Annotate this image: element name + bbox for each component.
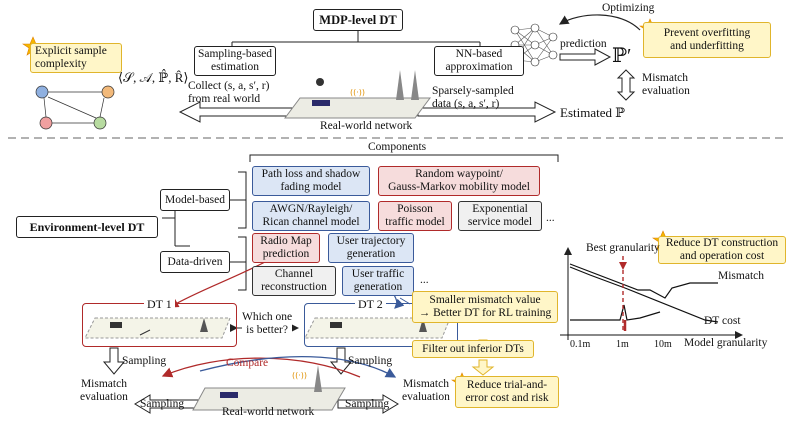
nn-approximation-box: NN-based approximation bbox=[434, 46, 524, 76]
dt2-label: DT 2 bbox=[355, 298, 386, 311]
mdp-level-dt-title: MDP-level DT bbox=[313, 9, 403, 31]
components-title: Components bbox=[368, 141, 427, 153]
model-granularity-label: Model granularity bbox=[684, 337, 768, 349]
filter-inferior-box: Filter out inferior DTs bbox=[412, 340, 534, 358]
estimated-p-label: Estimated ℙ bbox=[560, 105, 626, 120]
optimizing-arrow bbox=[558, 14, 641, 31]
user-traffic-box: User traffic generation bbox=[342, 266, 414, 296]
dt-cost-label: DT cost bbox=[704, 315, 741, 327]
compare-label: Compare bbox=[226, 357, 269, 369]
real-network-top-icon: ((·)) bbox=[284, 70, 431, 119]
best-granularity-label: Best granularity bbox=[586, 242, 660, 254]
radio-map-box: Radio Map prediction bbox=[252, 233, 320, 263]
sampling-down-arrows bbox=[102, 347, 353, 375]
tick-10m: 10m bbox=[654, 339, 672, 350]
environment-level-dt-title: Environment-level DT bbox=[16, 216, 158, 238]
mdp-tree-lines bbox=[231, 30, 481, 48]
which-better-label: Which one is better? bbox=[242, 311, 293, 337]
real-network-bottom-label: Real-world network bbox=[222, 406, 315, 418]
mismatch-evaluation-top: Mismatch evaluation bbox=[642, 72, 690, 97]
compare-arrow-left bbox=[161, 357, 361, 378]
explicit-sample-complexity-box: Explicit sample complexity bbox=[30, 43, 122, 73]
sparse-arrow bbox=[417, 101, 557, 123]
sampling-left-label: Sampling bbox=[122, 355, 167, 367]
components-brace bbox=[249, 154, 559, 162]
sparse-data-label: Sparsely-sampled data (s, a, s′, r) bbox=[432, 85, 514, 110]
optimizing-label: Optimizing bbox=[602, 2, 655, 14]
path-loss-box: Path loss and shadow fading model bbox=[252, 166, 370, 196]
real-network-bottom-icon: ((·)) bbox=[192, 365, 346, 411]
sampling-bottom-right-label: Sampling bbox=[345, 398, 390, 410]
reduce-trial-box: Reduce trial-and- error cost and risk bbox=[455, 376, 559, 408]
mdp-tuple: ⟨𝒮, 𝒜, ℙ̂, R̂⟩ bbox=[118, 70, 189, 85]
awgn-box: AWGN/Rayleigh/ Rican channel model bbox=[252, 201, 370, 231]
prediction-arrow bbox=[559, 48, 612, 66]
model-based-box: Model-based bbox=[160, 189, 230, 211]
category-brackets bbox=[162, 171, 247, 291]
mismatch-curve-label: Mismatch bbox=[718, 270, 764, 282]
mdp-state-graph-icon bbox=[35, 85, 115, 130]
mismatch-double-arrow bbox=[616, 69, 636, 101]
dt-cost-line bbox=[569, 266, 719, 323]
tick-1m: 1m bbox=[616, 339, 629, 350]
p-prime-symbol: ℙ′ bbox=[612, 45, 632, 67]
channel-reconstruction-box: Channel reconstruction bbox=[252, 266, 336, 296]
ellipsis-model: ... bbox=[546, 212, 555, 224]
mismatch-evaluation-right: Mismatch evaluation bbox=[402, 378, 450, 403]
collect-label: Collect (s, a, s′, r) from real world bbox=[188, 80, 270, 105]
dt1-network-icon bbox=[84, 317, 231, 339]
data-driven-box: Data-driven bbox=[160, 251, 230, 273]
dt1-label: DT 1 bbox=[144, 298, 175, 311]
random-waypoint-box: Random waypoint/ Gauss-Markov mobility m… bbox=[378, 166, 540, 196]
ellipsis-data: ... bbox=[420, 274, 429, 286]
poisson-box: Poisson traffic model bbox=[378, 201, 452, 231]
sampling-bottom-left-label: Sampling bbox=[140, 398, 185, 410]
prevent-overfitting-box: Prevent overfitting and underfitting bbox=[643, 22, 771, 58]
reduce-cost-box: Reduce DT construction and operation cos… bbox=[658, 236, 786, 264]
smaller-mismatch-box: Smaller mismatch value → Better DT for R… bbox=[412, 291, 558, 323]
dt2-network-icon bbox=[304, 317, 451, 339]
sampling-right-label: Sampling bbox=[348, 355, 393, 367]
prediction-label: prediction bbox=[560, 38, 607, 50]
real-network-top-label: Real-world network bbox=[320, 120, 413, 132]
svg-text:((·)): ((·)) bbox=[292, 371, 307, 380]
svg-text:((·)): ((·)) bbox=[350, 88, 365, 97]
granularity-graph bbox=[560, 247, 743, 340]
sampling-estimation-box: Sampling-based estimation bbox=[194, 46, 276, 76]
mismatch-line bbox=[569, 263, 718, 299]
dt-cost-lower-line bbox=[570, 304, 661, 321]
compare-arrow-right bbox=[199, 355, 397, 378]
exponential-box: Exponential service model bbox=[458, 201, 542, 231]
tick-0-1m: 0.1m bbox=[570, 339, 591, 350]
user-trajectory-box: User trajectory generation bbox=[328, 233, 414, 263]
mismatch-evaluation-left: Mismatch evaluation bbox=[80, 378, 128, 403]
